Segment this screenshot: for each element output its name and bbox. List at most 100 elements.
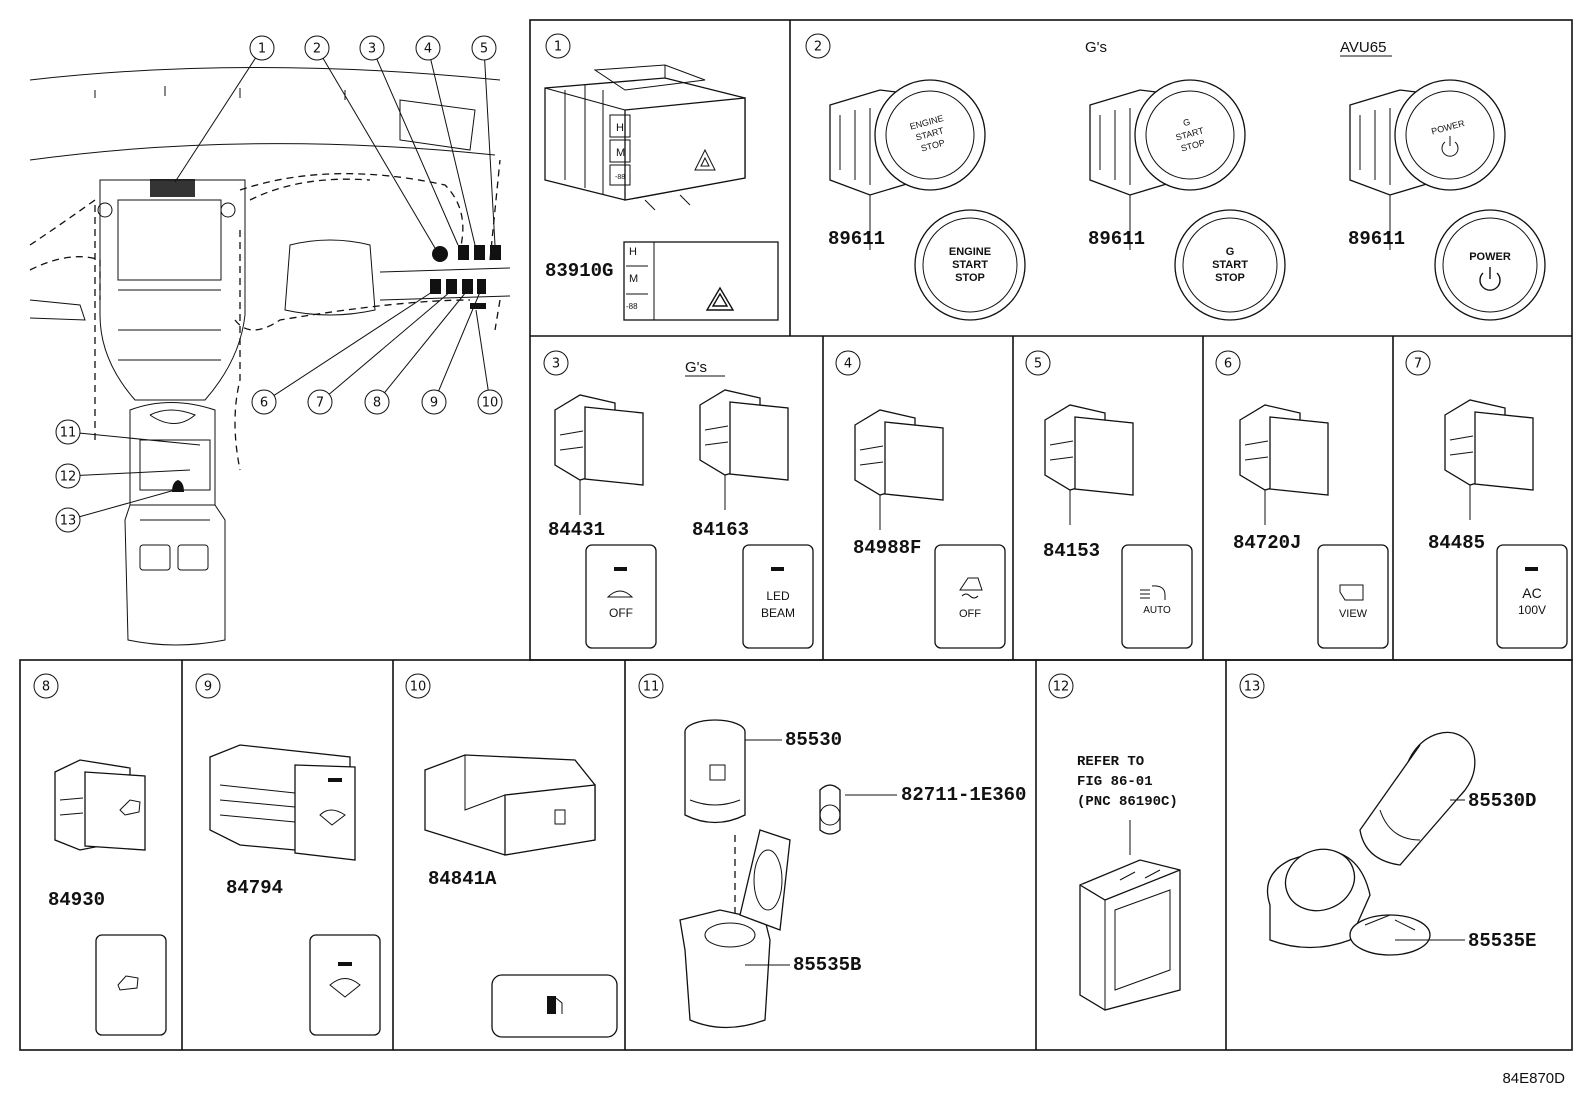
switch-84153 [1044, 404, 1134, 525]
panel-callout-2: 2 [805, 33, 831, 59]
part-number-89611: 89611 [1348, 228, 1405, 250]
svg-text:H: H [616, 122, 624, 134]
variant-gs-label-3: G's [685, 359, 707, 376]
face-84431: OFF [585, 544, 657, 649]
button-front-mid: START [1212, 259, 1248, 271]
svg-text:6: 6 [1224, 357, 1232, 372]
part-number-85535e: 85535E [1468, 930, 1536, 952]
part-number-89611: 89611 [1088, 228, 1145, 250]
svg-text:4: 4 [424, 42, 432, 57]
fuse-note-line-1: REFER TO [1077, 754, 1144, 770]
hazard-l-label: -88 [626, 302, 638, 311]
button-front-bottom: STOP [1215, 272, 1245, 284]
svg-text:9: 9 [430, 396, 438, 411]
svg-text:11: 11 [60, 426, 77, 441]
overview-callout-8: 8 [364, 389, 390, 415]
face-84720j-label: VIEW [1339, 608, 1368, 620]
part-number-85530d: 85530D [1468, 790, 1536, 812]
svg-text:1: 1 [258, 42, 266, 57]
svg-text:8: 8 [373, 396, 381, 411]
overview-callout-2: 2 [304, 35, 330, 61]
svg-text:12: 12 [60, 470, 77, 485]
hazard-h-label: H [629, 246, 637, 258]
face-84163-line2: BEAM [761, 606, 795, 620]
part-number-82711-1e360: 82711-1E360 [901, 784, 1026, 806]
svg-text:9: 9 [204, 680, 212, 695]
part-number-84794: 84794 [226, 877, 283, 899]
overview-callout-1: 1 [249, 35, 275, 61]
panel-8-switch [54, 759, 167, 1036]
panel-frames [19, 19, 1573, 1051]
switch-84720j [1239, 404, 1329, 525]
part-number-84485: 84485 [1428, 532, 1485, 554]
dashboard-overview [29, 67, 511, 646]
part-number-83910g: 83910G [545, 260, 613, 282]
panel-10-fuel-switch [424, 754, 618, 1038]
svg-text:13: 13 [60, 514, 77, 529]
face-84153: AUTO [1121, 544, 1193, 649]
svg-text:3: 3 [552, 357, 560, 372]
svg-text:13: 13 [1244, 680, 1261, 695]
part-number-84930: 84930 [48, 889, 105, 911]
overview-callout-10: 10 [477, 389, 503, 415]
panel-callout-13: 13 [1239, 673, 1265, 699]
panel-11-power-outlet [679, 719, 897, 1029]
part-number-85530: 85530 [785, 729, 842, 751]
panel-callout-6: 6 [1215, 350, 1241, 376]
panel-callout-10: 10 [405, 673, 431, 699]
button-front-top: G [1226, 246, 1235, 258]
svg-text:-88: -88 [615, 174, 625, 181]
switch-84431 [554, 394, 644, 515]
button-front-bottom: STOP [955, 272, 985, 284]
overview-callout-9: 9 [421, 389, 447, 415]
svg-text:7: 7 [1414, 357, 1422, 372]
svg-text:10: 10 [482, 396, 499, 411]
part-number-84841a: 84841A [428, 868, 497, 890]
part-number-89611: 89611 [828, 228, 885, 250]
svg-text:6: 6 [260, 396, 268, 411]
part-number-84988f: 84988F [853, 537, 921, 559]
svg-text:8: 8 [42, 680, 50, 695]
button-front-mid: START [952, 259, 988, 271]
overview-callout-6: 6 [251, 389, 277, 415]
face-84163-line1: LED [766, 589, 790, 603]
fuse-note-line-3: (PNC 86190C) [1077, 794, 1178, 810]
panel-callout-11: 11 [638, 673, 664, 699]
diagram-code: 84E870D [1502, 1070, 1565, 1087]
button-front-top: POWER [1469, 251, 1511, 263]
overview-callout-5: 5 [471, 35, 497, 61]
overview-callout-4: 4 [415, 35, 441, 61]
panel-callout-8: 8 [33, 673, 59, 699]
svg-text:M: M [616, 147, 625, 159]
overview-callout-3: 3 [359, 35, 385, 61]
part-number-84720j: 84720J [1233, 532, 1301, 554]
overview-callout-12: 12 [55, 463, 81, 489]
face-84431-label: OFF [609, 606, 633, 620]
svg-text:10: 10 [410, 680, 427, 695]
svg-text:12: 12 [1053, 680, 1070, 695]
panel-callout-12: 12 [1048, 673, 1074, 699]
svg-text:5: 5 [1034, 357, 1042, 372]
button-face-top: G [1182, 117, 1191, 128]
panel-13-power-outlet [1266, 731, 1476, 956]
variant-avu65-label: AVU65 [1340, 39, 1386, 56]
fuse-note-line-2: FIG 86-01 [1077, 774, 1153, 790]
switch-84163 [699, 389, 789, 510]
svg-text:11: 11 [643, 680, 660, 695]
switch-84485 [1444, 399, 1534, 520]
part-number-84431: 84431 [548, 519, 605, 541]
svg-text:5: 5 [480, 42, 488, 57]
face-84163: LED BEAM [742, 544, 814, 649]
panel-callout-5: 5 [1025, 350, 1051, 376]
svg-text:1: 1 [554, 40, 562, 55]
switch-84988f [854, 409, 944, 530]
panel-12-fuse [1079, 820, 1181, 1011]
part-number-84153: 84153 [1043, 540, 1100, 562]
panel-2-start-buttons: ENGINESTARTSTOPENGINESTARTSTOPGSTARTSTOP… [829, 79, 1546, 321]
